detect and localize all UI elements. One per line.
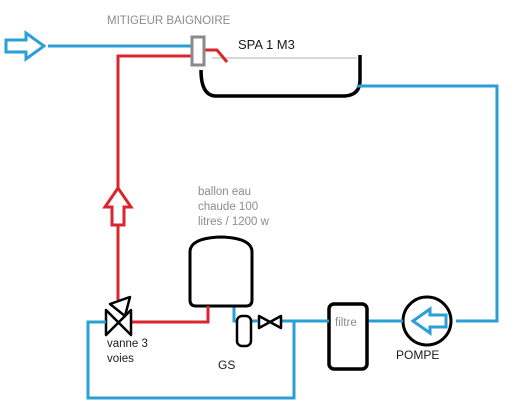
spa-label: SPA 1 M3 xyxy=(238,37,295,52)
mixer-outlet-spout xyxy=(204,48,229,63)
pump-arrow-icon xyxy=(410,306,448,336)
filter-label: filtre xyxy=(335,317,357,329)
hot-flow-arrow-icon xyxy=(102,185,134,227)
bypass-return-pipe xyxy=(86,320,296,400)
gs-label: GS xyxy=(218,358,236,372)
boiler-tank xyxy=(188,235,254,308)
hot-water-riser-pipe xyxy=(116,54,192,300)
boiler-to-valve-pipe xyxy=(131,306,210,324)
boiler-label-line-3: litres / 1200 w xyxy=(198,216,269,228)
spa-return-pipe xyxy=(357,84,499,323)
boiler-label-line-1: ballon eau xyxy=(198,186,252,198)
valve-label-line-1: vanne 3 xyxy=(107,338,148,350)
pump-label: POMPE xyxy=(396,348,440,362)
gs-component xyxy=(235,314,253,348)
inlet-arrow-icon xyxy=(4,30,47,62)
boiler-label-line-2: chaude 100 xyxy=(198,201,259,213)
mixer-tap-icon xyxy=(190,35,206,67)
three-way-valve-icon xyxy=(104,295,133,337)
filter-body xyxy=(327,302,369,371)
check-valve-icon xyxy=(257,314,283,330)
mixer-label: MITIGEUR BAIGNOIRE xyxy=(107,15,231,27)
valve-label-line-2: voies xyxy=(107,353,134,365)
